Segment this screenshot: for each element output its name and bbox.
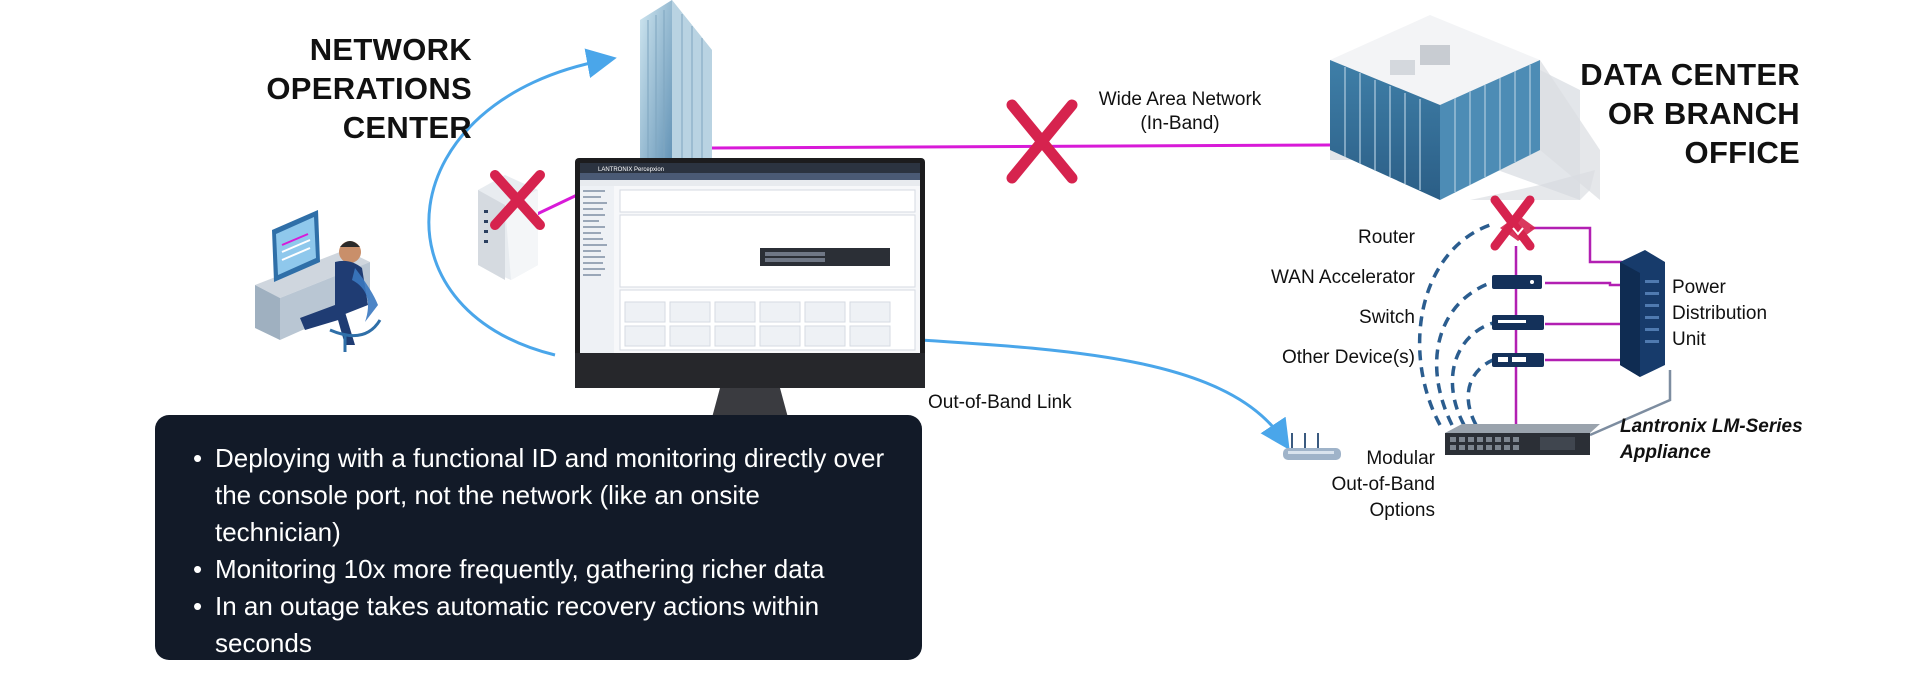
appliance-label: Lantronix LM-Series Appliance	[1620, 414, 1803, 466]
pdu-label-line1: Power	[1672, 277, 1726, 298]
benefit-item: In an outage takes automatic recovery ac…	[193, 588, 892, 662]
network-diagram: LANTRONIX Percepxion	[0, 0, 1920, 668]
other-device-label: Other Device(s)	[1281, 347, 1415, 368]
monitor-screen	[575, 158, 925, 430]
noc-title-line2: OPERATIONS CENTER	[266, 71, 472, 145]
wan-accelerator-label: WAN Accelerator	[1271, 267, 1415, 288]
wan-label-line2: (In-Band)	[1140, 113, 1220, 134]
appliance-uplink	[1589, 370, 1672, 437]
pdu-label-line2: Distribution	[1672, 303, 1768, 324]
pdu-label: Power Distribution Unit	[1672, 275, 1767, 353]
modular-label-line2: Out-of-Band	[1331, 474, 1436, 495]
dc-title-line1: DATA CENTER	[1580, 57, 1800, 92]
failure-x-icon	[1006, 99, 1078, 184]
router-icon	[1500, 215, 1536, 241]
noc-building-icon	[640, 0, 712, 180]
other-device-icon	[1492, 353, 1544, 367]
appliance-label-line2: Appliance	[1620, 442, 1711, 463]
benefits-list: Deploying with a functional ID and monit…	[155, 415, 922, 699]
wan-accelerator-icon	[1492, 275, 1542, 289]
switch-icon	[1492, 315, 1544, 330]
lm-series-appliance-icon	[1445, 424, 1600, 455]
oob-link-label: Out-of-Band Link	[928, 392, 1072, 413]
oob-link-lines	[427, 48, 1290, 450]
dc-title-line3: OFFICE	[1684, 135, 1800, 170]
modular-oob-device-icon	[1283, 433, 1341, 460]
noc-title: NETWORK OPERATIONS CENTER	[150, 30, 472, 147]
noc-title-line1: NETWORK	[309, 32, 472, 67]
wan-label: Wide Area Network (In-Band)	[1070, 88, 1290, 136]
switch-label: Switch	[1359, 307, 1415, 328]
screen-app-title: LANTRONIX Percepxion	[598, 167, 664, 173]
pdu-rack-icon	[1620, 250, 1665, 377]
benefit-item: Monitoring 10x more frequently, gatherin…	[193, 551, 892, 588]
device-power-lines	[1514, 226, 1622, 425]
wan-label-line1: Wide Area Network	[1098, 89, 1262, 110]
router-label: Router	[1357, 227, 1415, 248]
datacenter-building-icon	[1330, 15, 1600, 200]
operator-at-desk-icon	[255, 210, 382, 352]
pdu-label-line3: Unit	[1672, 329, 1706, 350]
modular-oob-label: Modular Out-of-Band Options	[1300, 446, 1436, 524]
appliance-label-line1: Lantronix LM-Series	[1620, 416, 1803, 437]
dc-title-line2: OR BRANCH	[1607, 96, 1800, 131]
modular-label-line1: Modular	[1366, 448, 1435, 469]
failure-x-icon	[490, 170, 545, 230]
console-cables	[1417, 223, 1494, 426]
benefit-item: Deploying with a functional ID and monit…	[193, 440, 892, 551]
datacenter-title: DATA CENTER OR BRANCH OFFICE	[1500, 55, 1800, 172]
modular-label-line3: Options	[1369, 500, 1435, 521]
benefits-panel: Deploying with a functional ID and monit…	[155, 415, 922, 699]
